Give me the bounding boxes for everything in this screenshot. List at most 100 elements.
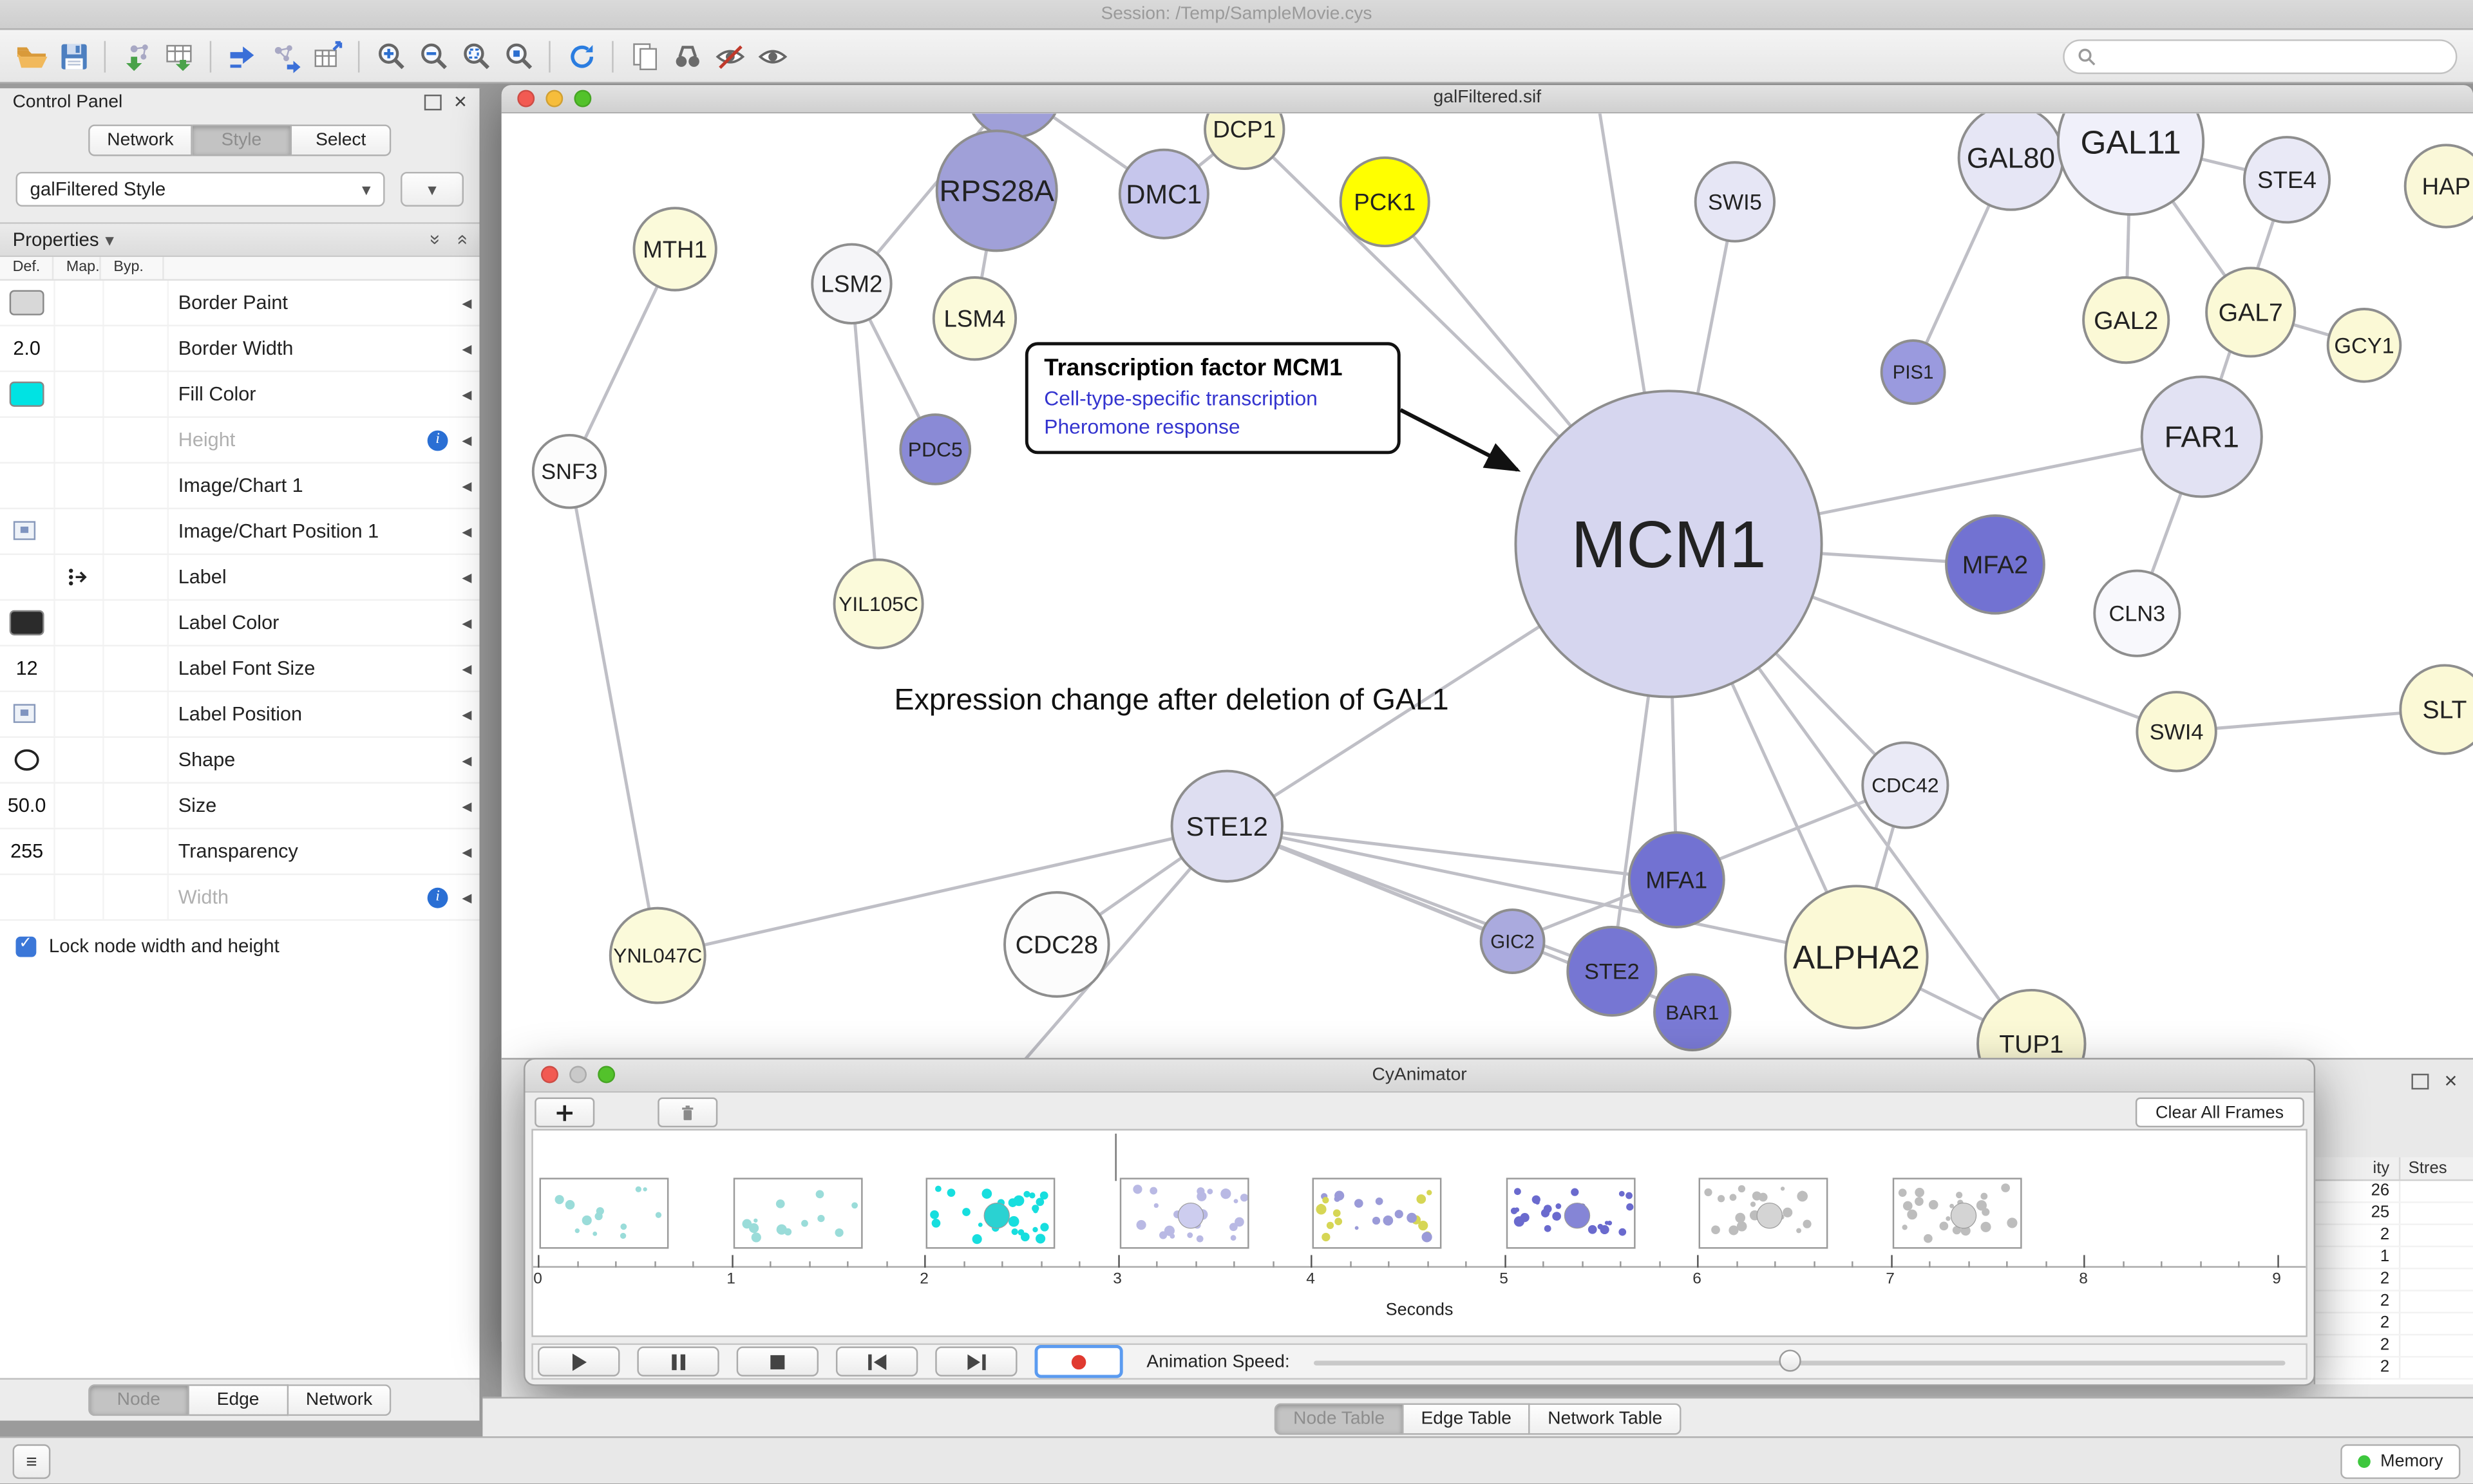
annotation-box[interactable]: Transcription factor MCM1 Cell-type-spec…	[1025, 342, 1401, 455]
expand-arrow-icon[interactable]: ◀	[462, 478, 472, 493]
import-table-button[interactable]	[158, 35, 200, 77]
edge[interactable]	[567, 471, 659, 956]
pause-button[interactable]	[637, 1346, 719, 1376]
frame-thumbnail[interactable]	[1312, 1178, 1442, 1249]
copy-button[interactable]	[623, 35, 665, 77]
node-alpha2[interactable]: ALPHA2	[1784, 885, 1929, 1029]
skip-start-button[interactable]	[835, 1346, 918, 1376]
mapping-cell[interactable]	[55, 417, 104, 462]
table-row[interactable]: 26	[2315, 1181, 2473, 1203]
node-pck1[interactable]: PCK1	[1339, 156, 1430, 248]
node-mth1[interactable]: MTH1	[632, 207, 717, 292]
bypass-cell[interactable]	[104, 371, 169, 417]
node-circle[interactable]	[1204, 113, 1285, 170]
property-row[interactable]: Shape◀	[0, 738, 480, 784]
column-header[interactable]: ity	[2315, 1157, 2401, 1179]
bypass-cell[interactable]	[104, 646, 169, 691]
bypass-cell[interactable]	[104, 555, 169, 599]
node-hap[interactable]: HAP	[2403, 144, 2473, 229]
expand-arrow-icon[interactable]: ◀	[462, 661, 472, 676]
default-value-cell[interactable]	[0, 738, 55, 782]
node-gal11[interactable]: GAL11	[2056, 113, 2205, 216]
hide-selected-button[interactable]	[708, 35, 751, 77]
float-panel-icon[interactable]	[424, 94, 442, 111]
play-button[interactable]	[538, 1346, 620, 1376]
animation-speed-slider[interactable]	[1313, 1348, 2286, 1375]
mapping-cell[interactable]	[55, 829, 104, 874]
mapping-cell[interactable]	[55, 555, 104, 599]
close-window-icon[interactable]	[541, 1066, 558, 1084]
node-circle[interactable]	[609, 906, 706, 1004]
node-circle[interactable]	[833, 558, 924, 650]
node-circle[interactable]	[932, 276, 1018, 361]
record-button[interactable]	[1034, 1344, 1123, 1378]
node-swi5[interactable]: SWI5	[1694, 161, 1776, 243]
mapping-cell[interactable]	[55, 692, 104, 737]
default-value-cell[interactable]	[0, 601, 55, 645]
node-circle[interactable]	[1945, 514, 2045, 615]
edge[interactable]	[1227, 824, 1677, 881]
table-row[interactable]: 2	[2315, 1357, 2473, 1380]
table-row[interactable]: 2	[2315, 1269, 2473, 1291]
mapping-cell[interactable]	[55, 875, 104, 919]
node-circle[interactable]	[2082, 276, 2170, 364]
bypass-cell[interactable]	[104, 464, 169, 508]
table-row[interactable]: 2	[2315, 1225, 2473, 1248]
node-circle[interactable]	[1118, 148, 1209, 240]
bypass-cell[interactable]	[104, 875, 169, 919]
node-gal7[interactable]: GAL7	[2205, 267, 2297, 358]
property-row[interactable]: Image/Chart Position 1◀	[0, 509, 480, 556]
cyanimator-titlebar[interactable]: CyAnimator	[525, 1059, 2314, 1093]
node-lsm2[interactable]: LSM2	[811, 243, 893, 325]
edge[interactable]	[1226, 824, 1857, 959]
default-value-cell[interactable]	[0, 875, 55, 919]
table-row[interactable]: 2	[2315, 1335, 2473, 1358]
memory-button[interactable]: Memory	[2340, 1443, 2461, 1478]
node-circle[interactable]	[935, 129, 1058, 252]
tab-network[interactable]: Network	[288, 1384, 392, 1416]
save-button[interactable]	[52, 35, 95, 77]
node-circle[interactable]	[899, 413, 972, 485]
expand-arrow-icon[interactable]: ◀	[462, 844, 472, 859]
expand-arrow-icon[interactable]: ◀	[462, 570, 472, 585]
annotation-link[interactable]: Cell-type-specific transcription	[1044, 386, 1318, 410]
style-dropdown[interactable]: galFiltered Style	[15, 171, 385, 207]
node-circle[interactable]	[2093, 569, 2181, 657]
export-table-button[interactable]	[306, 35, 348, 77]
tab-network-table[interactable]: Network Table	[1530, 1402, 1682, 1434]
edge[interactable]	[657, 824, 1227, 957]
mapping-cell[interactable]	[55, 784, 104, 828]
node-mfa1[interactable]: MFA1	[1627, 831, 1725, 928]
node-circle[interactable]	[1627, 831, 1725, 928]
tab-edge-table[interactable]: Edge Table	[1403, 1402, 1531, 1434]
add-frame-button[interactable]	[535, 1097, 595, 1128]
default-value-cell[interactable]	[0, 464, 55, 508]
node-cln3[interactable]: CLN3	[2093, 569, 2181, 657]
node-pdc5[interactable]: PDC5	[899, 413, 972, 485]
tab-node-table[interactable]: Node Table	[1274, 1402, 1404, 1434]
node-circle[interactable]	[2205, 267, 2297, 358]
mapping-cell[interactable]	[55, 371, 104, 417]
zoom-window-icon[interactable]	[598, 1066, 616, 1084]
search-field[interactable]	[2063, 39, 2458, 73]
expand-arrow-icon[interactable]: ◀	[462, 387, 472, 402]
node-circle[interactable]	[1694, 161, 1776, 243]
refresh-button[interactable]	[560, 35, 602, 77]
import-network-button[interactable]	[115, 35, 158, 77]
export-network-button[interactable]	[263, 35, 306, 77]
annotation-link[interactable]: Pheromone response	[1044, 415, 1240, 438]
node-pis1[interactable]: PIS1	[1880, 339, 1946, 405]
minimize-window-icon[interactable]	[569, 1066, 587, 1084]
node-rps28a[interactable]: RPS28A	[935, 129, 1058, 252]
node-circle[interactable]	[1880, 339, 1946, 405]
frame-thumbnail[interactable]	[1698, 1178, 1828, 1249]
zoom-selected-button[interactable]	[497, 35, 539, 77]
node-gcy1[interactable]: GCY1	[2326, 308, 2402, 383]
table-row[interactable]: 2	[2315, 1291, 2473, 1314]
default-value-cell[interactable]	[0, 509, 55, 554]
default-value-cell[interactable]: 2.0	[0, 326, 55, 371]
